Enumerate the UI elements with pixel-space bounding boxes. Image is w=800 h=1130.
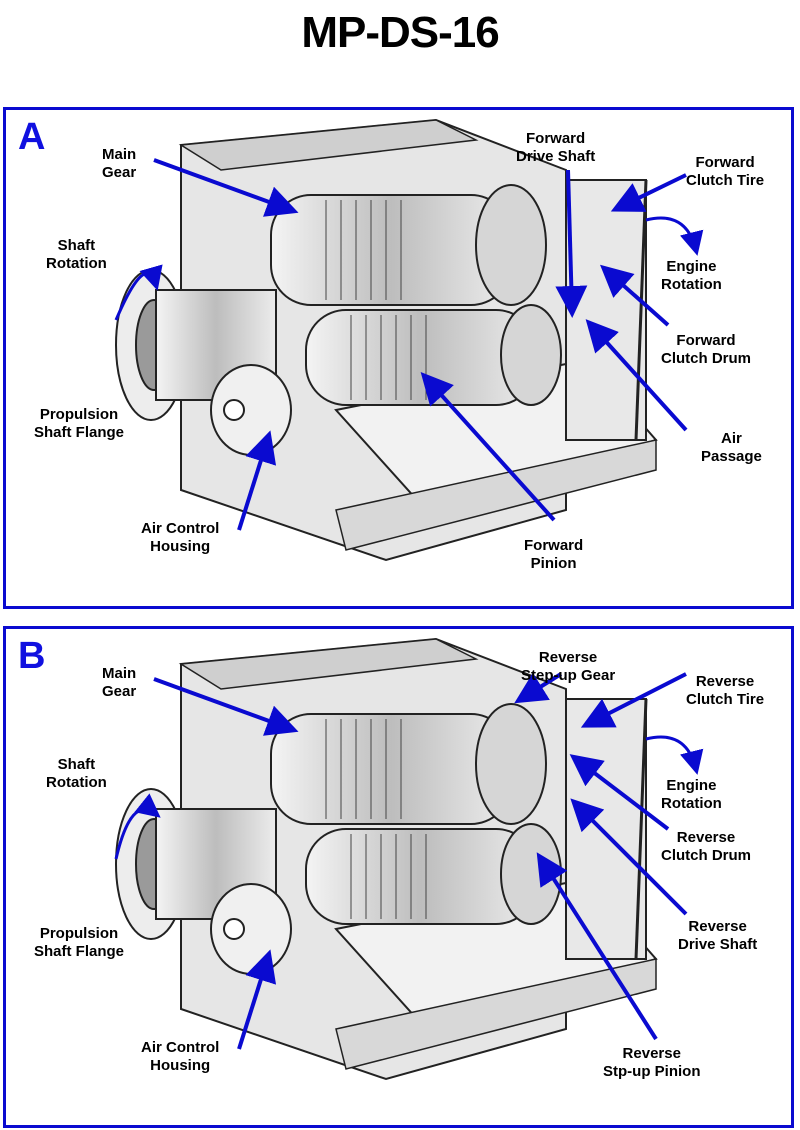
label-drive-shaft: Reverse Drive Shaft — [678, 918, 758, 953]
panel-forward: A Main Gear Shaft Rotation Propulsion Sh… — [3, 107, 794, 609]
label-clutch-tire: Reverse Clutch Tire — [686, 673, 765, 708]
label-air-control: Air Control Housing — [141, 520, 220, 555]
label-clutch-tire: Forward Clutch Tire — [686, 154, 765, 189]
gearbox-illustration-forward — [114, 118, 704, 562]
label-propulsion-flange: Propulsion Shaft Flange — [34, 406, 125, 441]
label-stepup-pinion: Reverse Stp-up Pinion — [603, 1045, 701, 1080]
main-gear-shape — [270, 194, 512, 306]
panel-letter: A — [18, 116, 46, 158]
page-title: MP-DS-16 — [301, 8, 499, 57]
label-air-passage: Air Passage — [701, 430, 762, 465]
panel-reverse: B Main Gear Shaft Rotation Propulsion Sh… — [3, 626, 794, 1128]
label-engine-rotation: Engine Rotation — [661, 258, 722, 293]
clutch-shape — [565, 179, 647, 441]
label-main-gear: Main Gear — [102, 146, 137, 181]
label-main-gear: Main Gear — [102, 665, 137, 700]
label-shaft-rotation: Shaft Rotation — [46, 237, 107, 272]
label-propulsion-flange: Propulsion Shaft Flange — [34, 925, 125, 960]
label-air-control: Air Control Housing — [141, 1039, 220, 1074]
gearbox-illustration-reverse — [114, 637, 704, 1081]
label-stepup-gear: Reverse Step-up Gear — [521, 649, 616, 684]
panel-letter: B — [18, 635, 46, 677]
label-clutch-drum: Reverse Clutch Drum — [661, 829, 751, 864]
label-shaft-rotation: Shaft Rotation — [46, 756, 107, 791]
label-engine-rotation: Engine Rotation — [661, 777, 722, 812]
label-pinion: Forward Pinion — [524, 537, 584, 572]
label-drive-shaft: Forward Drive Shaft — [516, 130, 596, 165]
label-clutch-drum: Forward Clutch Drum — [661, 332, 751, 367]
main-gear-shape — [270, 713, 512, 825]
